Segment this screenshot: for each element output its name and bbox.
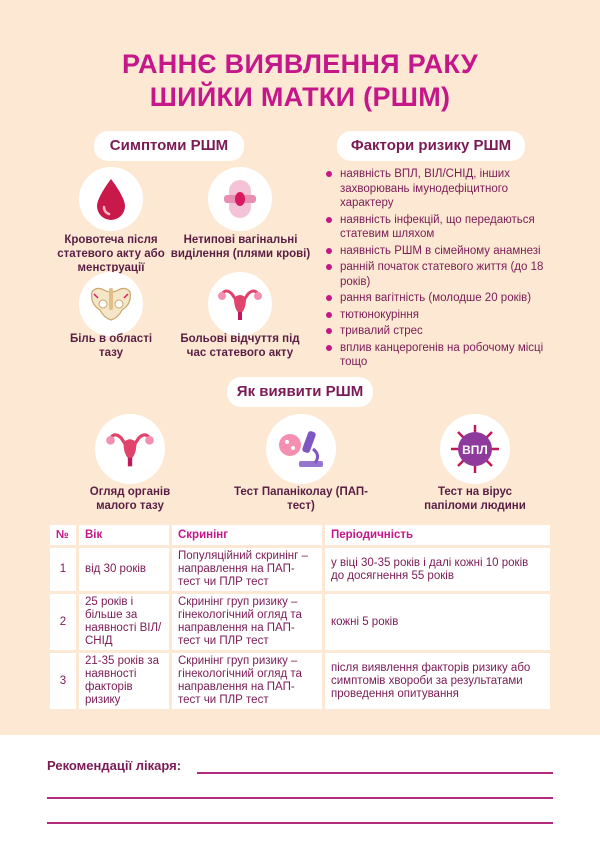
row-age: від 30 років <box>79 548 169 591</box>
virus-badge-text: ВПЛ <box>462 443 488 457</box>
pelvis-icon <box>79 272 143 336</box>
table-row: 1 від 30 років Популяційний скринінг – н… <box>50 548 550 591</box>
symptom-label-2: Нетипові вагінальні виділення (плями кро… <box>170 234 311 260</box>
symptom-label-3: Біль в області тазу <box>69 333 153 359</box>
risk-factors-heading: Фактори ризику РШМ <box>337 131 525 161</box>
screening-table: № Вік Скринінг Періодичність 1 від 30 ро… <box>47 522 553 712</box>
row-periodicity: кожні 5 років <box>325 594 550 650</box>
title-line-2: ШИЙКИ МАТКИ (РШМ) <box>149 82 451 112</box>
risk-factor-item: тривалий стрес <box>322 324 552 339</box>
row-screening: Популяційний скринінг – направлення на П… <box>172 548 322 591</box>
header-periodicity: Періодичність <box>325 525 550 545</box>
symptom-label-1: Кровотеча після статевого акту або менст… <box>57 234 165 274</box>
header-screening: Скринінг <box>172 525 322 545</box>
table-row: 3 21-35 років за наявності факторів ризи… <box>50 653 550 709</box>
blood-drop-icon <box>79 167 143 231</box>
row-screening: Скринінг груп ризику – гінекологічний ог… <box>172 653 322 709</box>
risk-factor-item: наявність РШМ в сімейному анамнезі <box>322 244 552 259</box>
detect-heading: Як виявити РШМ <box>227 377 373 407</box>
risk-factors-list: наявність ВПЛ, ВІЛ/СНІД, інших захворюва… <box>322 167 552 372</box>
uterus-icon <box>208 272 272 336</box>
symptoms-heading: Симптоми РШМ <box>94 131 244 161</box>
table-header-row: № Вік Скринінг Періодичність <box>50 525 550 545</box>
risk-factor-item: ранній початок статевого життя (до 18 ро… <box>322 260 552 289</box>
row-age: 21-35 років за наявності факторів ризику <box>79 653 169 709</box>
virus-icon: ВПЛ <box>440 414 510 484</box>
risk-factor-item: вплив канцерогенів на робочому місці тощ… <box>322 341 552 370</box>
detect-label-2: Тест Папаніколау (ПАП-тест) <box>233 486 369 512</box>
microscope-icon <box>266 414 336 484</box>
risk-factor-item: наявність ВПЛ, ВІЛ/СНІД, інших захворюва… <box>322 167 552 211</box>
recommendations-line-3[interactable] <box>47 822 553 824</box>
detect-label-3: Тест на вірус папіломи людини <box>424 486 526 512</box>
row-number: 1 <box>50 548 76 591</box>
header-number: № <box>50 525 76 545</box>
header-age: Вік <box>79 525 169 545</box>
row-screening: Скринінг груп ризику – гінекологічний ог… <box>172 594 322 650</box>
sanitary-pad-icon <box>208 167 272 231</box>
symptom-label-4: Больові відчуття під час статевого акту <box>180 333 300 359</box>
page-title: РАННЄ ВИЯВЛЕННЯ РАКУ ШИЙКИ МАТКИ (РШМ) <box>0 48 600 114</box>
row-age: 25 років і більше за наявності ВІЛ/СНІД <box>79 594 169 650</box>
table-row: 2 25 років і більше за наявності ВІЛ/СНІ… <box>50 594 550 650</box>
uterus-icon <box>95 414 165 484</box>
risk-factor-item: рання вагітність (молодше 20 років) <box>322 291 552 306</box>
risk-factor-item: тютюнокуріння <box>322 308 552 323</box>
recommendations-label: Рекомендації лікаря: <box>47 758 182 773</box>
recommendations-line-1[interactable] <box>197 772 553 774</box>
title-line-1: РАННЄ ВИЯВЛЕННЯ РАКУ <box>122 49 478 79</box>
risk-factor-item: наявність інфекцій, що передаються стате… <box>322 213 552 242</box>
detect-label-1: Огляд органів малого тазу <box>89 486 171 512</box>
row-periodicity: у віці 30-35 років і далі кожні 10 років… <box>325 548 550 591</box>
row-number: 3 <box>50 653 76 709</box>
row-number: 2 <box>50 594 76 650</box>
bottom-section <box>0 735 600 854</box>
row-periodicity: після виявлення факторів ризику або симп… <box>325 653 550 709</box>
recommendations-line-2[interactable] <box>47 797 553 799</box>
